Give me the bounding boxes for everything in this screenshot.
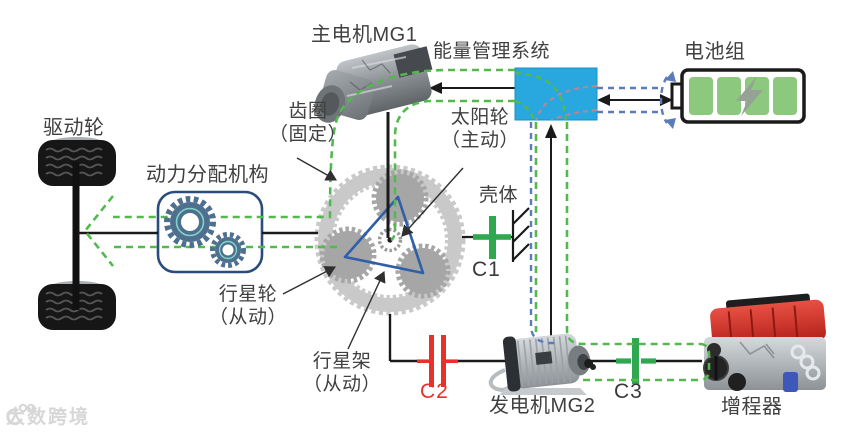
sun-gear-label: 太阳轮 （主动）: [440, 107, 519, 152]
mg1-label: 主电机MG1: [311, 24, 418, 46]
power-split-label: 动力分配机构: [146, 164, 269, 186]
electric-power-arrows: [429, 82, 673, 356]
clutch-c2-label: C2: [420, 380, 449, 403]
mg2-generator-image: [488, 333, 596, 395]
label-pointer-arrows: [282, 157, 464, 350]
range-extender-label: 增程器: [721, 396, 783, 418]
planetary-gearset-icon: [314, 164, 466, 316]
clutch-c1-icon: [473, 216, 511, 259]
energy-management-box: [514, 67, 598, 121]
clutch-c2-icon: [417, 335, 458, 387]
planet-gear-label: 行星轮 （从动）: [208, 284, 287, 329]
planet-carrier-label: 行星架 （从动）: [302, 351, 381, 396]
drive-wheels-icon: [38, 137, 116, 330]
watermark: 大数跨境: [6, 402, 90, 429]
clutch-c1-label: C1: [472, 258, 501, 281]
energy-management-label: 能量管理系统: [433, 41, 551, 62]
range-extender-engine-image: [703, 293, 826, 392]
battery-pack-icon: [670, 68, 806, 124]
watermark-logo-icon: [6, 403, 36, 426]
clutch-c3-icon: [616, 338, 656, 384]
drive-wheels-label: 驱动轮: [43, 117, 105, 139]
mechanical-flow-paths: [83, 68, 711, 382]
mg2-label: 发电机MG2: [489, 395, 596, 417]
ring-gear-label: 齿圈 （固定）: [268, 101, 347, 146]
clutch-c3-label: C3: [614, 380, 643, 403]
mg1-motor-image: [314, 44, 433, 123]
housing-label: 壳体: [479, 185, 519, 206]
lightning-bolt-icon: [736, 76, 763, 116]
housing-ground-icon: [511, 207, 530, 262]
battery-pack-label: 电池组: [684, 41, 746, 63]
sun-gear-icon: [377, 227, 403, 253]
electrical-flow-arrowtips: [665, 71, 676, 129]
watermark-text: 大数跨境: [6, 407, 91, 428]
electrical-flow-paths: [529, 76, 669, 345]
power-split-gears-icon: [164, 196, 246, 268]
